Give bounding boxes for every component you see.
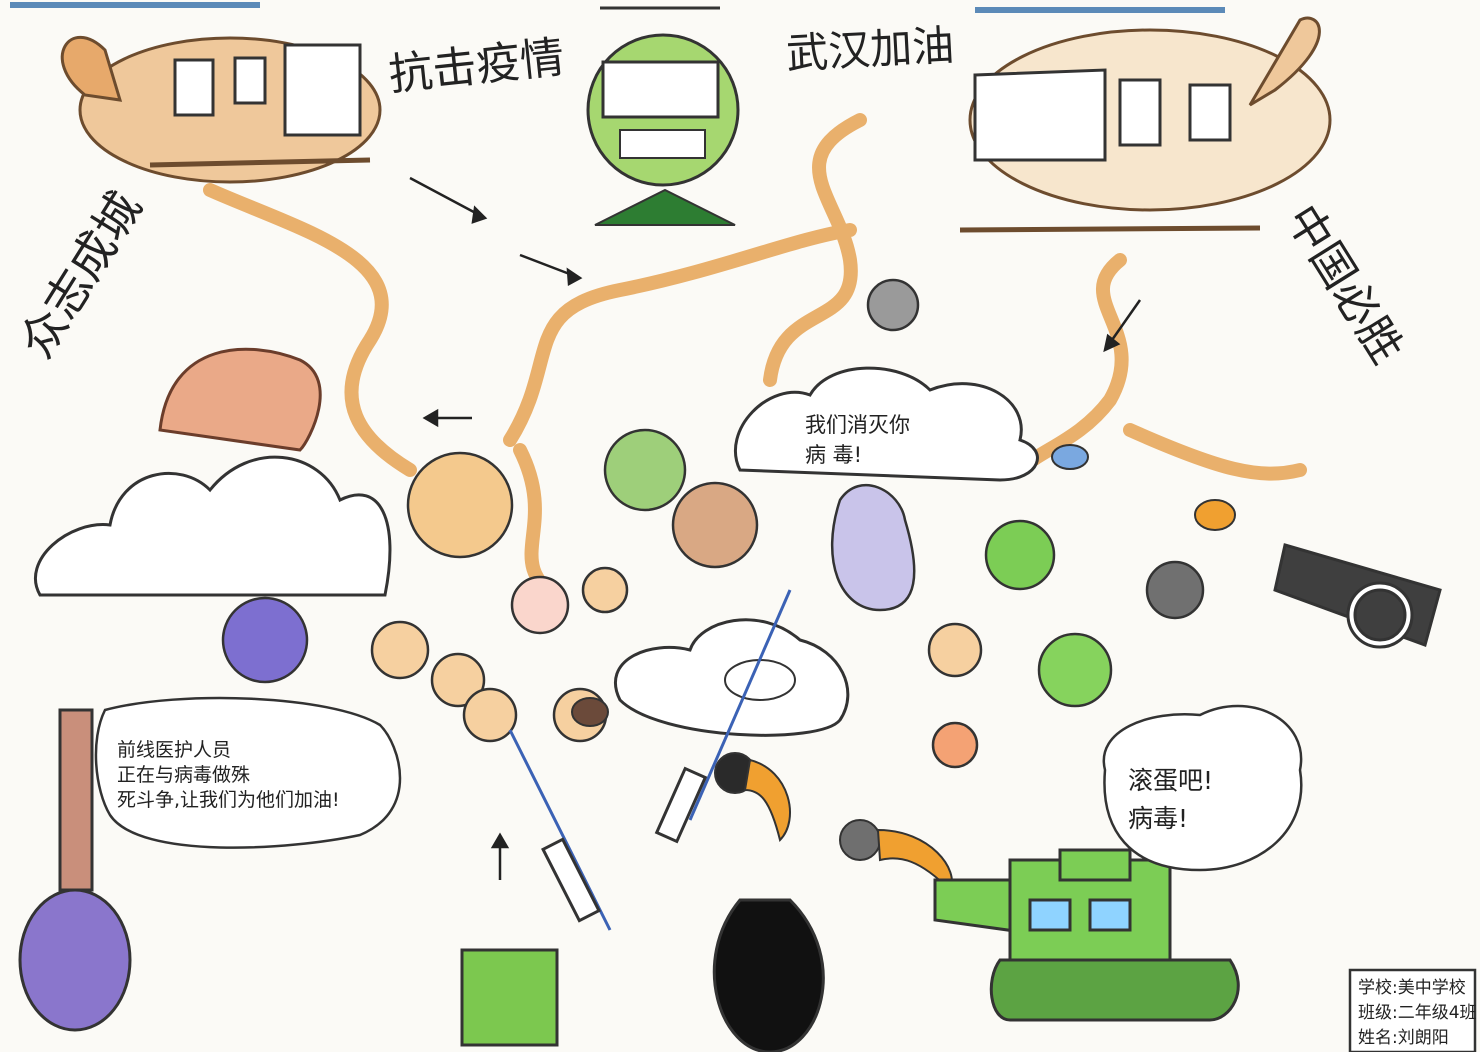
signature-line: 学校:美中学校 (1358, 978, 1466, 998)
title-wuhan-cheer: 武汉加油 (784, 20, 956, 79)
cannon (1273, 543, 1442, 649)
cloud-left (33, 347, 392, 597)
get-lost-bubble: 滚蛋吧! 病毒! (1128, 762, 1213, 838)
fireballs (571, 444, 1236, 892)
bubble-line: 死斗争,让我们为他们加油! (117, 789, 340, 811)
signature-box: 学校:美中学校 班级:二年级4班 姓名:刘朗阳 (1358, 976, 1477, 1051)
viruses (221, 278, 1205, 769)
flame-ribbons (203, 113, 1307, 607)
cloud-top-right (733, 366, 1039, 482)
bubble-line: 正在与病毒做殊 (117, 764, 251, 786)
syringes (508, 589, 792, 931)
cloud-center (613, 618, 850, 737)
bubble-line: 我们消灭你 (805, 413, 910, 437)
tank (933, 848, 1240, 1022)
medical-staff-bubble: 前线医护人员 正在与病毒做殊 死斗争,让我们为他们加油! (117, 738, 340, 813)
arrows (409, 176, 1142, 880)
green-helicopter-center (586, 6, 740, 226)
speech-bubble-shapes (94, 696, 1477, 1052)
destroy-virus-bubble: 我们消灭你 病 毒! (805, 410, 910, 470)
signature-line: 姓名:刘朗阳 (1358, 1028, 1449, 1048)
bubble-line: 前线医护人员 (117, 739, 232, 761)
orange-helicopter-left (10, 2, 382, 184)
orange-helicopter-right (959, 7, 1332, 233)
bubble-line: 病 毒! (805, 443, 863, 467)
bubble-line: 病毒! (1128, 804, 1189, 833)
bubble-line: 滚蛋吧! (1128, 766, 1214, 795)
signature-line: 班级:二年级4班 (1358, 1003, 1477, 1023)
